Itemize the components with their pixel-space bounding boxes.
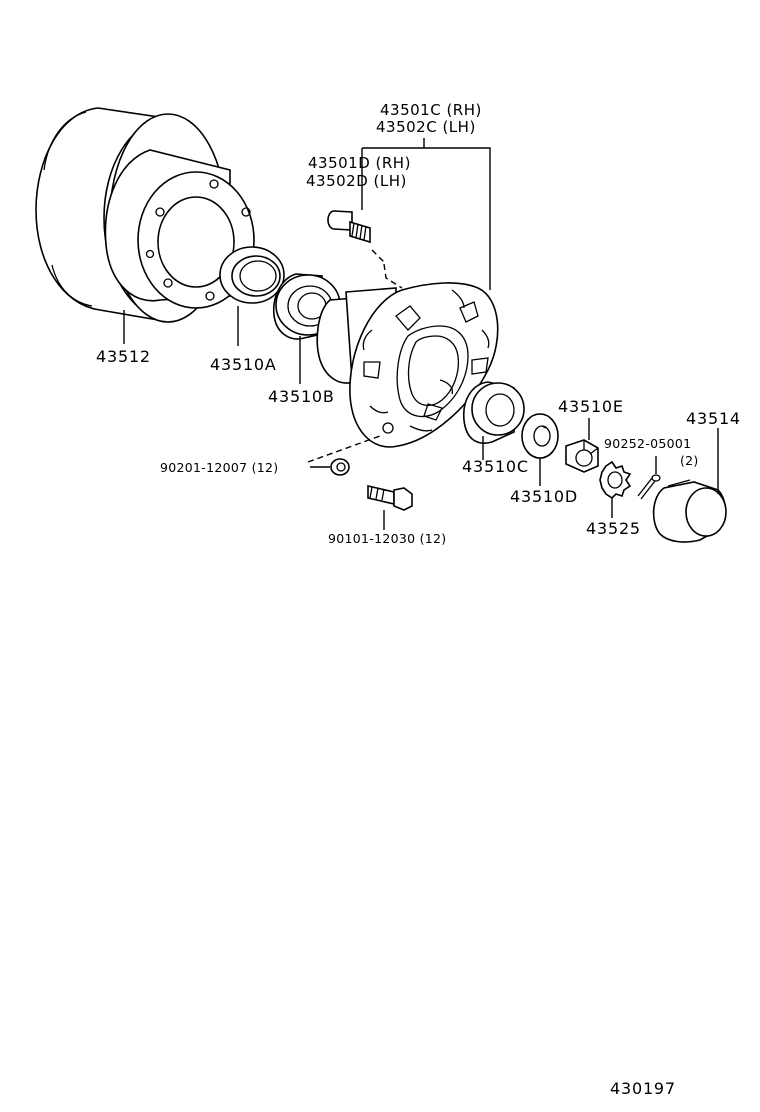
- label-small-bolt: 90101-12030 (12): [328, 531, 446, 546]
- label-seal-a: 43510A: [210, 355, 277, 374]
- part-labels: 43501C (RH) 43502C (LH) 43501D (RH) 4350…: [96, 101, 741, 546]
- label-small-nut: 90201-12007 (12): [160, 460, 278, 475]
- label-bolt-lh: 43502D (LH): [306, 172, 407, 190]
- small-bolt: [367, 484, 413, 511]
- label-hub-lh: 43502C (LH): [376, 118, 476, 136]
- page-number: 430197: [610, 1079, 676, 1098]
- oil-seal: [219, 246, 285, 304]
- label-washer-d: 43510D: [510, 487, 578, 506]
- label-cotter-pin: 90252-05001: [604, 436, 691, 451]
- label-hub-rh: 43501C (RH): [380, 101, 482, 119]
- small-nut: [330, 458, 350, 476]
- grease-cap: [652, 479, 727, 543]
- axle-hub: [316, 282, 499, 448]
- outer-bearing: [463, 381, 525, 444]
- label-cap: 43514: [686, 409, 741, 428]
- label-bolt-rh: 43501D (RH): [308, 154, 411, 172]
- label-bearing-b: 43510B: [268, 387, 335, 406]
- label-nut-e: 43510E: [558, 397, 624, 416]
- hub-bolt: [327, 210, 371, 244]
- label-cotter-pin-qty: (2): [680, 453, 699, 468]
- brake-disc: [35, 107, 255, 323]
- nut-lock: [599, 460, 632, 500]
- label-bearing-c: 43510C: [462, 457, 529, 476]
- hub-nut: [565, 439, 599, 473]
- thrust-washer: [521, 413, 559, 459]
- label-lock: 43525: [586, 519, 641, 538]
- leader-lines: [123, 138, 719, 530]
- cotter-pin: [637, 474, 661, 500]
- label-disc: 43512: [96, 347, 151, 366]
